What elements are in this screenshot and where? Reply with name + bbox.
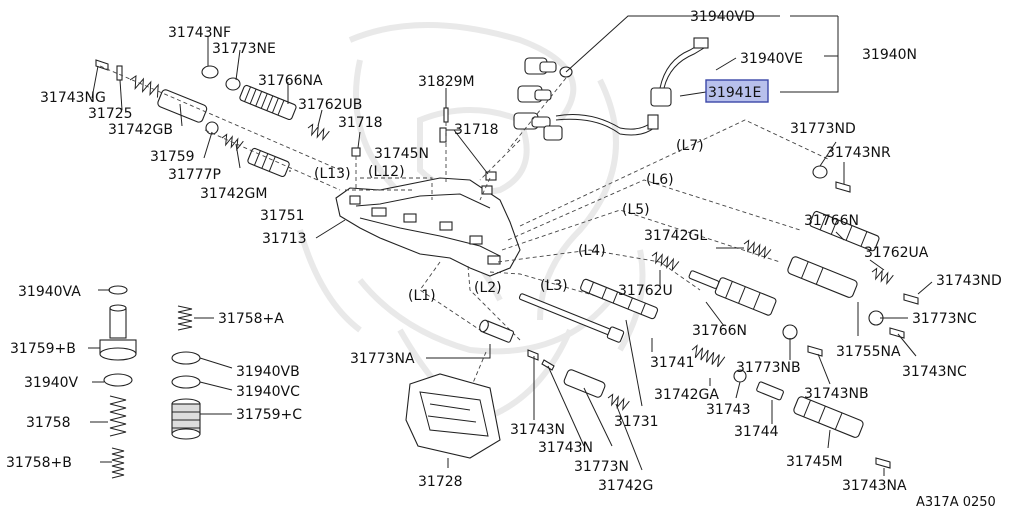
part-labels: 31940VD 31940VE 31940N 31941E 31743NF 31… [6,9,1002,510]
label-31731[interactable]: 31731 [614,414,659,430]
upper-left-parts [95,59,341,191]
label-31762ua[interactable]: 31762UA [864,245,929,261]
label-31829m[interactable]: 31829M [418,74,475,90]
label-31940v[interactable]: 31940V [24,375,79,391]
label-31728[interactable]: 31728 [418,474,463,490]
label-31751[interactable]: 31751 [260,208,305,224]
label-31745m[interactable]: 31745M [786,454,843,470]
label-31773ne[interactable]: 31773NE [212,41,276,57]
label-l12: (L12) [368,164,405,180]
label-l4: (L4) [578,243,606,259]
label-31742ga[interactable]: 31742GA [654,387,719,403]
label-31718-right[interactable]: 31718 [454,122,499,138]
label-31743nb[interactable]: 31743NB [804,386,869,402]
center-lower-parts [405,293,630,459]
label-31743n-a[interactable]: 31743N [510,422,565,438]
label-31940ve[interactable]: 31940VE [740,51,803,67]
left-column-parts [99,285,201,479]
label-31741[interactable]: 31741 [650,355,695,371]
label-31759b[interactable]: 31759+B [10,341,76,357]
label-31743n-b[interactable]: 31743N [538,440,593,456]
label-31773nb[interactable]: 31773NB [736,360,801,376]
label-31773n[interactable]: 31773N [574,459,629,475]
label-31743nf[interactable]: 31743NF [168,25,231,41]
label-31743ng[interactable]: 31743NG [40,90,106,106]
label-31941e[interactable]: 31941E [708,85,761,101]
label-31744[interactable]: 31744 [734,424,779,440]
label-31766n-top[interactable]: 31766N [804,213,859,229]
valve-body [335,77,567,277]
leader-lines [88,15,933,476]
label-31766n-mid[interactable]: 31766N [692,323,747,339]
label-31758b[interactable]: 31758+B [6,455,72,471]
label-31759[interactable]: 31759 [150,149,195,165]
diagram-reference-code: A317A 0250 [916,495,996,510]
label-31940vc[interactable]: 31940VC [236,384,300,400]
label-31773na[interactable]: 31773NA [350,351,415,367]
label-31713[interactable]: 31713 [262,231,307,247]
label-31773nc[interactable]: 31773NC [912,311,977,327]
label-31742g[interactable]: 31742G [598,478,653,494]
label-31773nd[interactable]: 31773ND [790,121,856,137]
label-31940vb[interactable]: 31940VB [236,364,300,380]
label-31725[interactable]: 31725 [88,106,133,122]
label-31743nc[interactable]: 31743NC [902,364,967,380]
right-valves [580,165,919,469]
label-l6: (L6) [646,172,674,188]
label-l5: (L5) [622,202,650,218]
label-31743nr[interactable]: 31743NR [826,145,891,161]
label-31743nd[interactable]: 31743ND [936,273,1002,289]
label-31762u[interactable]: 31762U [618,283,673,299]
label-31755na[interactable]: 31755NA [836,344,901,360]
solenoid-assembly [513,37,709,141]
label-31762ub[interactable]: 31762UB [298,97,362,113]
label-31766na[interactable]: 31766NA [258,73,323,89]
label-l2: (L2) [474,280,502,296]
label-l7: (L7) [676,138,704,154]
label-31777p[interactable]: 31777P [168,167,221,183]
label-31940va[interactable]: 31940VA [18,284,81,300]
label-l13: (L13) [314,166,351,182]
label-31758a[interactable]: 31758+A [218,311,284,327]
label-31742gb[interactable]: 31742GB [108,122,173,138]
label-31743[interactable]: 31743 [706,402,751,418]
label-31940vd[interactable]: 31940VD [690,9,755,25]
label-l3: (L3) [540,278,568,294]
label-31759c[interactable]: 31759+C [236,407,302,423]
label-31718-left[interactable]: 31718 [338,115,383,131]
label-31742gm[interactable]: 31742GM [200,186,267,202]
label-31758[interactable]: 31758 [26,415,71,431]
label-31745n[interactable]: 31745N [374,146,429,162]
highlighted-part-box[interactable] [705,79,769,103]
label-l1: (L1) [408,288,436,304]
level-lines [345,119,831,405]
label-31742gl[interactable]: 31742GL [644,228,707,244]
label-31743na[interactable]: 31743NA [842,478,907,494]
label-31940n[interactable]: 31940N [862,47,917,63]
